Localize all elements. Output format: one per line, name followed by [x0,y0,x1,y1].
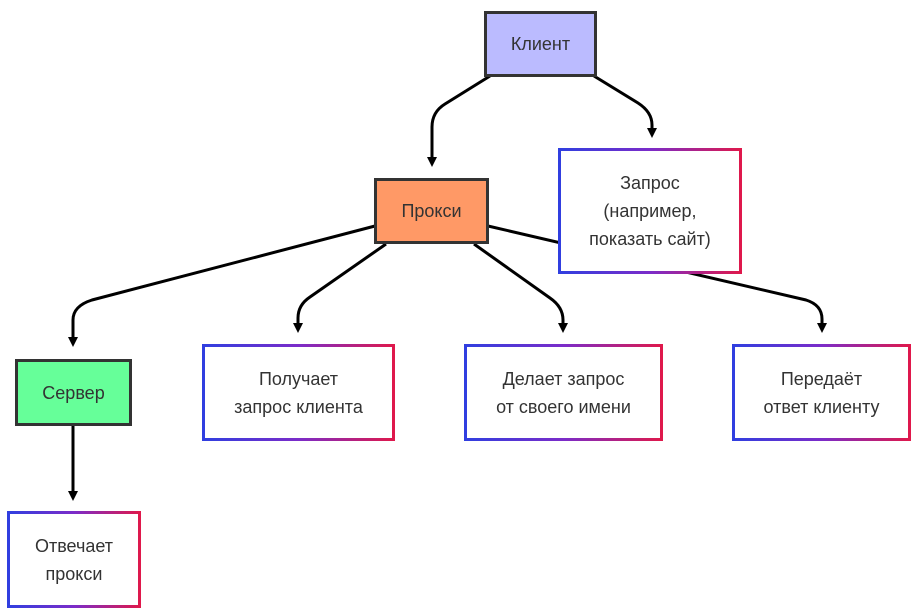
node-request-label: Запрос (например, показать сайт) [589,173,711,249]
node-request: Запрос (например, показать сайт) [558,148,742,274]
edge-proxy-server [68,224,376,347]
node-receives: Получает запрос клиента [202,344,395,441]
node-makes-request: Делает запрос от своего имени [464,344,663,441]
node-passes-response: Передаёт ответ клиенту [732,344,911,441]
edge-client-request [593,74,657,138]
node-server-label: Сервер [42,382,105,403]
edge-proxy-makes-request [473,242,568,333]
node-client: Клиент [484,11,597,77]
node-proxy-label: Прокси [401,201,462,221]
node-client-label: Клиент [510,34,571,54]
edge-client-proxy [427,74,491,167]
edge-proxy-passes-response [487,224,827,333]
node-responds: Отвечает прокси [7,511,141,608]
node-server: Сервер [15,359,132,426]
node-makes-request-label: Делает запрос от своего имени [496,368,631,417]
node-receives-label: Получает запрос клиента [234,368,363,417]
edge-proxy-receives [293,242,387,333]
node-passes-response-label: Передаёт ответ клиенту [763,368,880,417]
node-responds-label: Отвечает прокси [34,535,114,584]
node-proxy: Прокси [374,178,489,244]
